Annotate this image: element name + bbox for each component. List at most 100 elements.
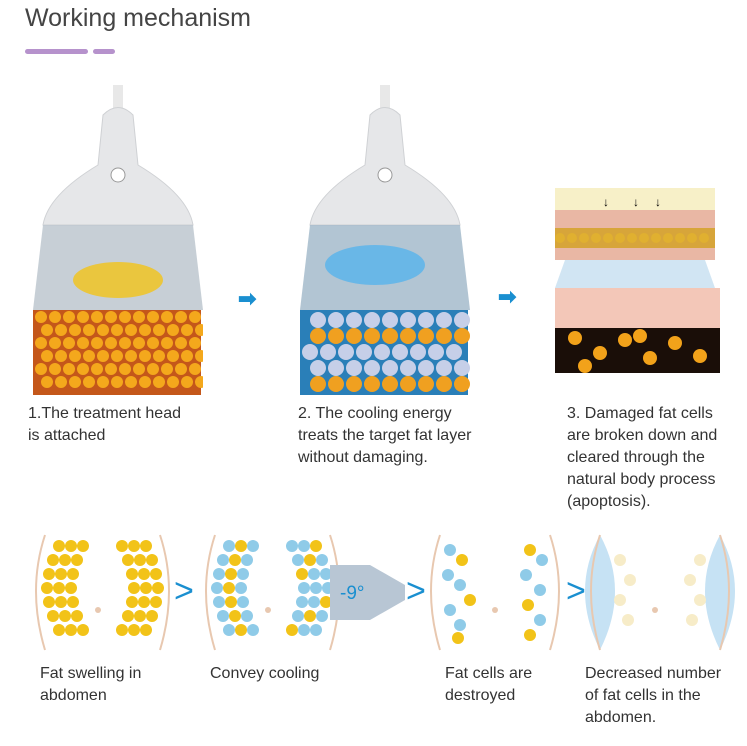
fat-cell — [147, 363, 159, 375]
cell — [47, 554, 59, 566]
cell — [146, 554, 158, 566]
chevron-right-icon: > — [406, 572, 426, 610]
cell — [464, 594, 476, 606]
fat-cell — [578, 359, 592, 373]
navel-icon — [265, 607, 271, 613]
fat-cell — [111, 350, 123, 362]
fat-cell — [328, 360, 344, 376]
fat-cell — [400, 376, 416, 392]
cell — [298, 624, 310, 636]
cell — [217, 554, 229, 566]
fat-cell — [111, 324, 123, 336]
fat-cell — [69, 324, 81, 336]
fat-cell — [651, 233, 661, 243]
cell — [71, 610, 83, 622]
cell — [296, 568, 308, 580]
fat-cell — [41, 324, 53, 336]
cell — [223, 624, 235, 636]
cell — [67, 568, 79, 580]
skin-line — [35, 534, 46, 651]
cell — [624, 574, 636, 586]
cell — [138, 596, 150, 608]
fat-cell — [639, 233, 649, 243]
step3-caption: 3. Damaged fat cells are broken down and… — [567, 403, 717, 513]
fat-cell — [133, 337, 145, 349]
fat-cell — [364, 328, 380, 344]
fat-cell — [428, 344, 444, 360]
caption-line: 1.The treatment head — [28, 405, 181, 422]
temperature-label: -9° — [340, 583, 365, 604]
fat-cell — [346, 312, 362, 328]
fat-cell — [567, 233, 577, 243]
fat-cell — [55, 376, 67, 388]
cell — [614, 554, 626, 566]
fat-cell — [591, 233, 601, 243]
fat-cell — [320, 344, 336, 360]
fat-cell — [454, 312, 470, 328]
cell — [292, 554, 304, 566]
skin-line — [585, 535, 615, 650]
cell — [128, 582, 140, 594]
cell — [229, 554, 241, 566]
cell — [223, 540, 235, 552]
cell — [126, 596, 138, 608]
step2-illustration — [300, 85, 470, 395]
bottom-caption-1: Fat swelling in abdomen — [40, 663, 141, 707]
fat-cell — [418, 312, 434, 328]
fat-cell — [400, 312, 416, 328]
cell — [41, 582, 53, 594]
cell — [65, 582, 77, 594]
fat-cell — [382, 328, 398, 344]
cell — [454, 579, 466, 591]
cell — [59, 554, 71, 566]
bottom-caption-3: Fat cells are destroyed — [445, 663, 532, 707]
fat-cell — [328, 328, 344, 344]
cell — [225, 596, 237, 608]
cell — [694, 594, 706, 606]
cell — [310, 540, 322, 552]
fat-cell — [603, 233, 613, 243]
fat-cell — [125, 376, 137, 388]
cell — [524, 629, 536, 641]
fat-cell — [436, 360, 452, 376]
cell — [138, 568, 150, 580]
fat-cell — [161, 311, 173, 323]
fat-cell — [568, 331, 582, 345]
cell — [454, 619, 466, 631]
fat-cell — [195, 376, 203, 388]
cell — [534, 584, 546, 596]
fat-cell — [436, 328, 452, 344]
caption-line: are broken down and — [567, 427, 718, 444]
cell — [140, 540, 152, 552]
fat-cell — [139, 324, 151, 336]
fat-cell — [105, 363, 117, 375]
fat-cell — [668, 336, 682, 350]
cell — [316, 610, 328, 622]
fat-cell — [105, 311, 117, 323]
cell — [241, 610, 253, 622]
cell — [452, 632, 464, 644]
fat-cell — [133, 311, 145, 323]
title-underline-short — [93, 49, 115, 54]
cell — [304, 554, 316, 566]
cell — [286, 540, 298, 552]
fat-cell — [410, 344, 426, 360]
fat-cell — [374, 344, 390, 360]
next-arrow-icon: ➡ — [238, 286, 257, 311]
fat-cell — [189, 311, 201, 323]
cell — [126, 568, 138, 580]
cell — [65, 624, 77, 636]
fat-cell — [119, 337, 131, 349]
cell — [247, 540, 259, 552]
fat-cell — [364, 360, 380, 376]
cell — [116, 624, 128, 636]
fat-cell — [346, 360, 362, 376]
page-title: Working mechanism — [25, 4, 252, 32]
fat-cell — [35, 363, 47, 375]
fat-cell — [418, 328, 434, 344]
fat-cell — [83, 376, 95, 388]
fat-cell — [382, 376, 398, 392]
cell — [211, 582, 223, 594]
cell — [71, 554, 83, 566]
fat-cell — [454, 360, 470, 376]
